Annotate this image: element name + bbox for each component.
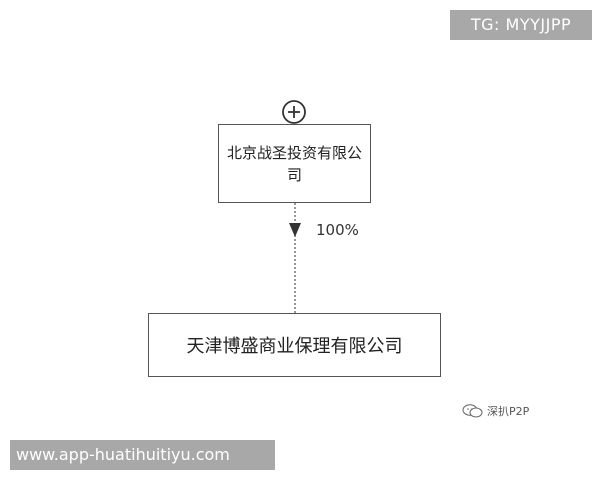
tg-badge: TG: MYYJJPP bbox=[450, 10, 592, 40]
parent-company-name: 北京战圣投资有限公司 bbox=[227, 143, 363, 184]
plus-circle-icon[interactable] bbox=[281, 99, 307, 125]
watermark: 深扒P2P bbox=[462, 403, 529, 419]
watermark-text: 深扒P2P bbox=[487, 405, 530, 418]
parent-company-node[interactable]: 北京战圣投资有限公司 bbox=[218, 124, 371, 203]
ownership-share-label: 100% bbox=[316, 221, 359, 239]
ownership-edge bbox=[289, 203, 301, 313]
child-company-node[interactable]: 天津博盛商业保理有限公司 bbox=[148, 313, 441, 377]
arrow-down-icon bbox=[289, 223, 301, 237]
url-badge: www.app-huatihuitiyu.com bbox=[10, 440, 275, 470]
child-company-name: 天津博盛商业保理有限公司 bbox=[186, 336, 403, 357]
wechat-icon bbox=[462, 404, 483, 418]
